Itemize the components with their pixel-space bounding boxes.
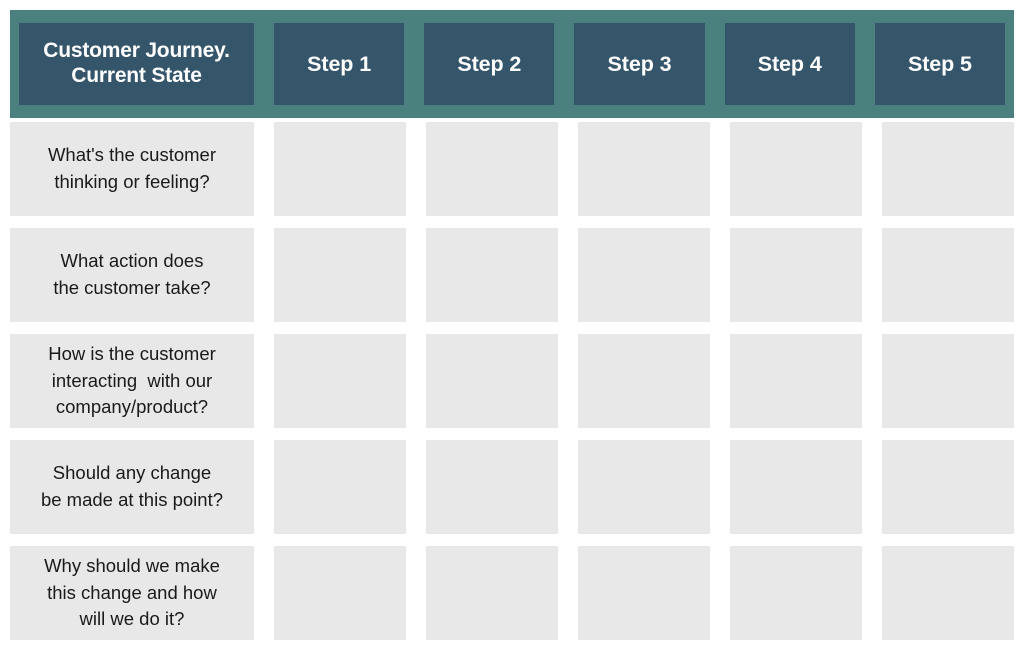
entry-cell-r2-step5[interactable] (882, 228, 1014, 322)
entry-cell-r3-step2[interactable] (426, 334, 558, 428)
header-step-3[interactable]: Step 3 (574, 23, 705, 105)
entry-cell-r4-step4[interactable] (730, 440, 862, 534)
entry-cell-r1-step3[interactable] (578, 122, 710, 216)
entry-cell-r3-step3[interactable] (578, 334, 710, 428)
entry-cell-r1-step1[interactable] (274, 122, 406, 216)
header-row: Customer Journey. Current State Step 1 S… (10, 10, 1014, 118)
entry-cell-r4-step2[interactable] (426, 440, 558, 534)
entry-cell-r5-step5[interactable] (882, 546, 1014, 640)
row-label-why-change: Why should we make this change and how w… (10, 546, 254, 640)
entry-cell-r3-step4[interactable] (730, 334, 862, 428)
entry-cell-r2-step1[interactable] (274, 228, 406, 322)
table-row: How is the customer interacting with our… (10, 334, 1014, 428)
entry-cell-r2-step3[interactable] (578, 228, 710, 322)
header-step-1[interactable]: Step 1 (274, 23, 405, 105)
entry-cell-r5-step2[interactable] (426, 546, 558, 640)
header-step-5[interactable]: Step 5 (874, 23, 1006, 105)
entry-cell-r4-step1[interactable] (274, 440, 406, 534)
entry-cell-r1-step2[interactable] (426, 122, 558, 216)
table-row: Should any change be made at this point? (10, 440, 1014, 534)
header-step-2[interactable]: Step 2 (424, 23, 555, 105)
entry-cell-r1-step5[interactable] (882, 122, 1014, 216)
header-step-4[interactable]: Step 4 (724, 23, 855, 105)
entry-cell-r2-step2[interactable] (426, 228, 558, 322)
entry-cell-r5-step1[interactable] (274, 546, 406, 640)
table-row: Why should we make this change and how w… (10, 546, 1014, 640)
entry-cell-r5-step3[interactable] (578, 546, 710, 640)
entry-cell-r2-step4[interactable] (730, 228, 862, 322)
entry-cell-r3-step5[interactable] (882, 334, 1014, 428)
board-title-cell: Customer Journey. Current State (19, 23, 254, 105)
row-label-should-change: Should any change be made at this point? (10, 440, 254, 534)
table-row: What action does the customer take? (10, 228, 1014, 322)
journey-grid: What's the customer thinking or feeling?… (10, 122, 1014, 640)
entry-cell-r1-step4[interactable] (730, 122, 862, 216)
row-label-thinking-feeling: What's the customer thinking or feeling? (10, 122, 254, 216)
entry-cell-r3-step1[interactable] (274, 334, 406, 428)
table-row: What's the customer thinking or feeling? (10, 122, 1014, 216)
row-label-interaction: How is the customer interacting with our… (10, 334, 254, 428)
entry-cell-r4-step5[interactable] (882, 440, 1014, 534)
entry-cell-r4-step3[interactable] (578, 440, 710, 534)
row-label-customer-action: What action does the customer take? (10, 228, 254, 322)
entry-cell-r5-step4[interactable] (730, 546, 862, 640)
